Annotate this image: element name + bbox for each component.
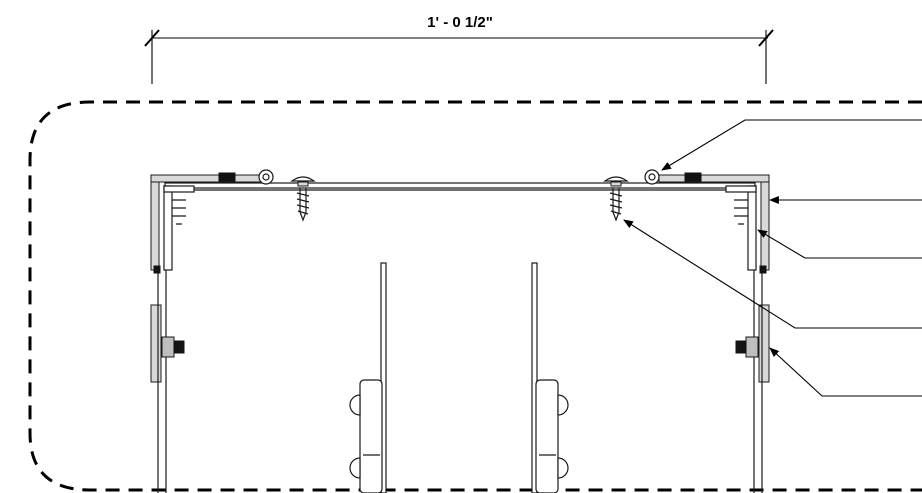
overall-width-dimension: 1' - 0 1/2" [144, 14, 774, 84]
left-mounting-plate [150, 304, 162, 383]
right-gasket [684, 172, 702, 182]
right-frame-upright [760, 174, 770, 271]
hex-bolt-icon [735, 336, 759, 358]
hex-bolt-icon [161, 336, 185, 358]
left-gasket [218, 172, 236, 182]
leader-inner-channel [757, 229, 922, 259]
right-frame-top-flange [658, 174, 770, 183]
right-frame-assembly [644, 169, 770, 493]
callout-leaders [623, 119, 922, 397]
left-frame-top-flange [150, 174, 262, 183]
leader-mounting-plate [769, 347, 922, 397]
top-cover-plate [164, 182, 756, 189]
left-frame-assembly [150, 169, 274, 493]
right-inner-flange [725, 185, 757, 193]
right-center-panel [531, 262, 569, 493]
left-frame-foot [153, 265, 161, 274]
left-frame-upright [150, 174, 160, 271]
wood-screw-icon [603, 176, 629, 222]
left-center-panel [349, 262, 387, 493]
hinge-pin-icon [644, 169, 660, 185]
wood-screw-icon [290, 176, 316, 222]
left-thermal-fins [172, 199, 186, 225]
right-thermal-fins [734, 199, 748, 225]
hinge-pin-icon [258, 169, 274, 185]
right-inner-channel [747, 185, 757, 271]
detail-boundary [28, 100, 922, 492]
leader-hinge [661, 119, 922, 171]
left-inner-flange [163, 185, 195, 193]
leader-screw [623, 219, 922, 329]
dimension-tick-left [144, 29, 160, 47]
right-mounting-plate [758, 304, 770, 383]
right-frame-foot [759, 265, 767, 274]
left-inner-channel [163, 185, 173, 271]
dimension-tick-right [758, 29, 774, 47]
dimension-label: 1' - 0 1/2" [427, 14, 493, 31]
